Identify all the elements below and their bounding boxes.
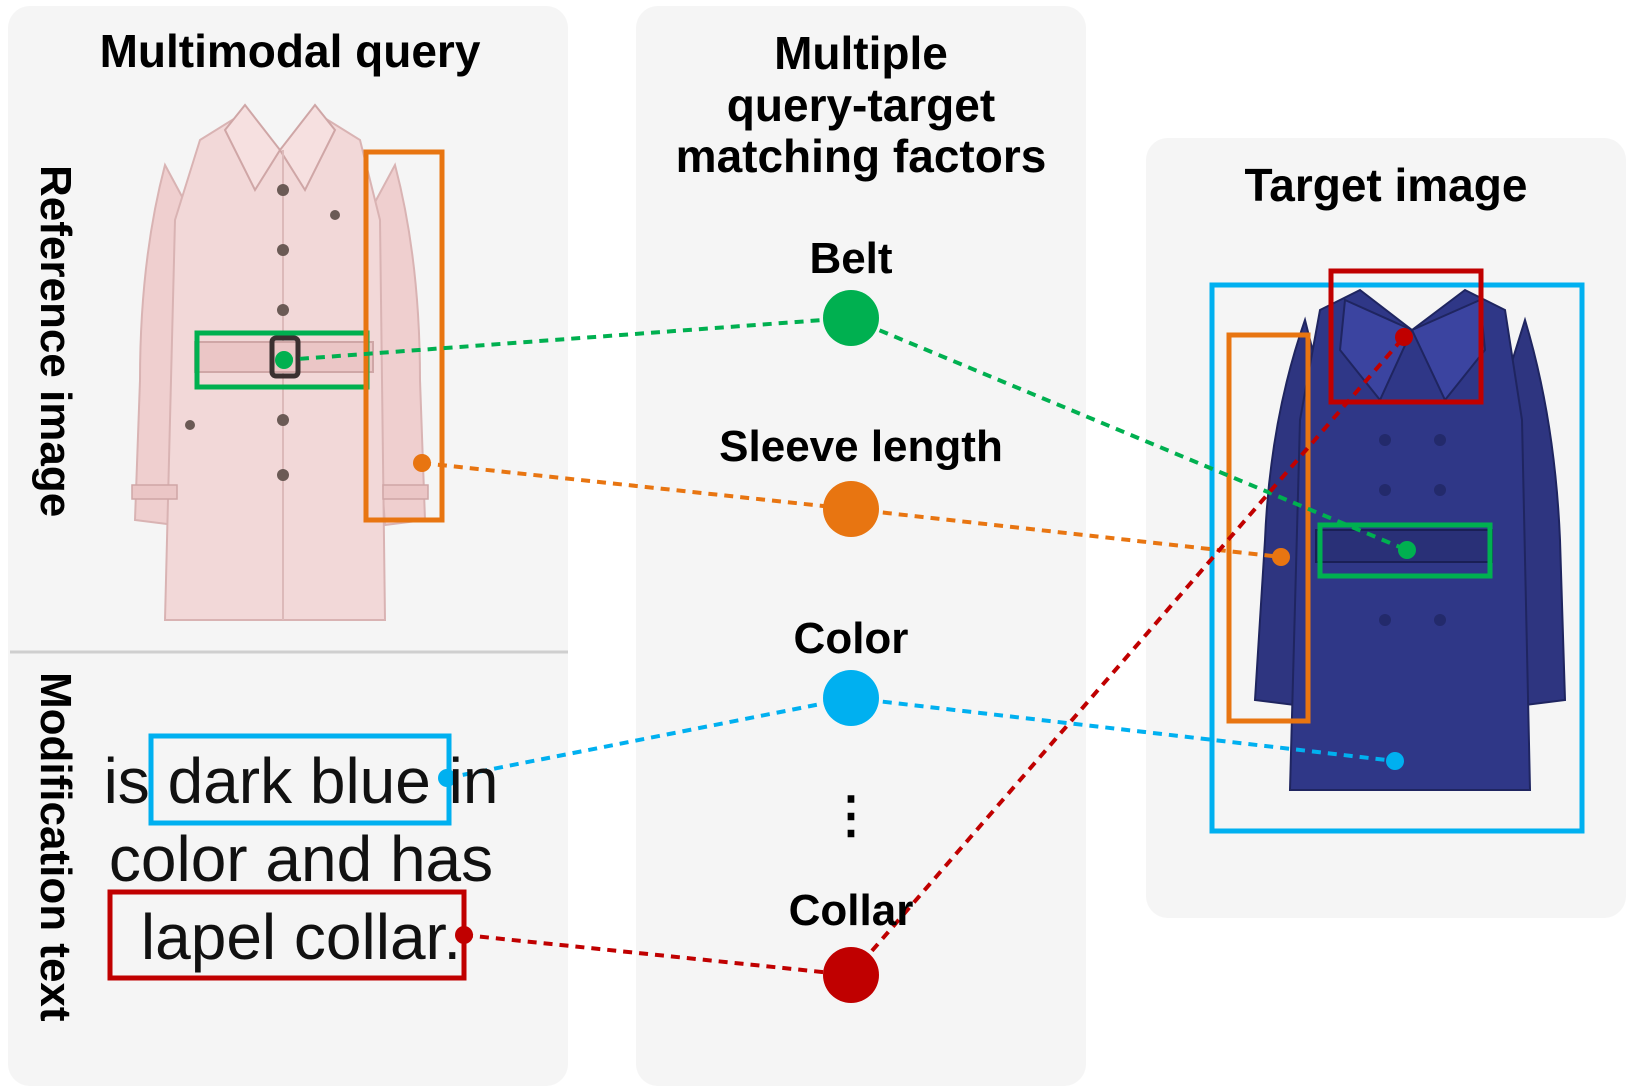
target-color-point bbox=[1386, 752, 1404, 770]
sleeve-length-factor-node bbox=[823, 481, 879, 537]
target-panel-title: Target image bbox=[1244, 159, 1528, 211]
target-belt-point bbox=[1398, 541, 1416, 559]
target-sleeve-box bbox=[1226, 332, 1311, 724]
color-connector-target bbox=[850, 696, 1396, 763]
query-panel-title: Multimodal query bbox=[99, 25, 481, 77]
color-connector-query bbox=[446, 696, 852, 780]
target-coat-image bbox=[1253, 288, 1567, 791]
target-belt-box bbox=[1317, 522, 1493, 579]
collar-connector-query bbox=[463, 933, 852, 977]
target-collar-box bbox=[1328, 268, 1484, 405]
reference-belt-point bbox=[275, 351, 293, 369]
factors-title-line-2: query-target bbox=[726, 78, 996, 131]
belt-connector-query bbox=[283, 316, 851, 362]
factors-panel-title: Multiple query-target matching factors bbox=[636, 27, 1086, 183]
collar-factor-node bbox=[823, 947, 879, 1003]
factor-ellipsis: ⋮ bbox=[826, 787, 876, 843]
reference-sleeve-point bbox=[413, 454, 431, 472]
sleeve-connector-target bbox=[850, 507, 1282, 559]
factor-label-color: Color bbox=[793, 614, 909, 663]
reference-coat-collar bbox=[223, 103, 282, 193]
belt-factor-node bbox=[823, 290, 879, 346]
factors-title-line-3: matching factors bbox=[675, 130, 1047, 183]
factor-label-belt: Belt bbox=[809, 234, 893, 283]
factor-label-collar: Collar bbox=[788, 886, 914, 935]
text-color-point bbox=[438, 769, 456, 787]
sleeve-connector-query bbox=[421, 461, 852, 511]
target-collar-point bbox=[1395, 328, 1413, 346]
modification-text-line-1: is dark blue in bbox=[86, 742, 516, 820]
factors-title-line-1: Multiple bbox=[774, 27, 948, 79]
mod-text-prefix: is bbox=[103, 745, 168, 817]
collar-connector-target bbox=[849, 335, 1406, 977]
modification-text-line-2: color and has bbox=[108, 823, 494, 895]
reference-sleeve-box bbox=[363, 149, 445, 523]
color-factor-node bbox=[823, 670, 879, 726]
target-sleeve-point bbox=[1272, 548, 1290, 566]
belt-connector-target bbox=[849, 316, 1408, 552]
factor-label-sleeve-length: Sleeve length bbox=[719, 422, 1003, 471]
text-collar-point bbox=[455, 926, 473, 944]
modification-text-line-3: lapel collar. bbox=[140, 901, 462, 973]
mod-text-dark-blue: dark blue bbox=[167, 745, 431, 817]
reference-coat-button bbox=[277, 184, 289, 196]
target-coat-button bbox=[1379, 434, 1391, 446]
factors-panel bbox=[636, 6, 1086, 1086]
reference-coat-buckle bbox=[269, 335, 301, 379]
mod-text-suffix: in bbox=[430, 745, 499, 817]
